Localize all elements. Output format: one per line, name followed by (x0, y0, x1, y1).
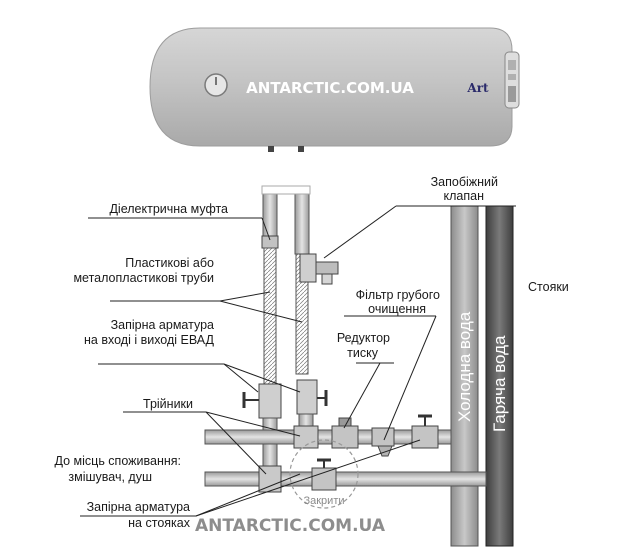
label-evad-valves-2: на вході і виході ЕВАД (84, 333, 215, 347)
cold-water-label: Холодна вода (455, 311, 474, 422)
closed-label: Закрити (303, 495, 344, 507)
hot-water-label: Гаряча вода (490, 335, 509, 432)
diagram-labels: Діелектрична муфта Пластикові або метало… (55, 175, 569, 530)
brand-logo: Art (466, 81, 489, 95)
label-consumption-2: змішувач, душ (68, 470, 152, 484)
closed-marker-circle (289, 439, 359, 509)
valve-evad-inlet (242, 383, 282, 419)
water-heater-tank (149, 27, 520, 152)
label-pipes-2: металопластикові труби (73, 271, 214, 285)
dielectric-coupling (261, 235, 279, 249)
label-filter-1: Фільтр грубого (356, 288, 440, 302)
label-tees: Трійники (143, 397, 193, 411)
valve-evad-outlet (296, 379, 328, 415)
label-safety-2: клапан (444, 189, 485, 203)
coarse-filter (371, 427, 395, 457)
riser-valve-hot (311, 458, 337, 491)
label-risers: Стояки (528, 280, 569, 294)
plastic-pipes (261, 185, 311, 399)
label-evad-valves-1: Запірна арматура (111, 318, 214, 332)
label-dielectric: Діелектрична муфта (109, 202, 228, 216)
safety-valve (299, 253, 339, 285)
label-reducer-2: тиску (347, 346, 379, 360)
leader-lines (80, 205, 516, 517)
label-riser-valves-2: на стояках (128, 516, 191, 530)
pressure-reducer (331, 417, 359, 449)
label-riser-valves-1: Запірна арматура (87, 500, 190, 514)
riser-valve-cold (411, 414, 439, 449)
label-reducer-1: Редуктор (337, 331, 390, 345)
bottom-watermark: ANTARCTIC.COM.UA (195, 516, 386, 536)
hot-water-riser (485, 205, 514, 547)
tank-watermark: ANTARCTIC.COM.UA (246, 79, 414, 97)
label-pipes-1: Пластикові або (125, 256, 214, 270)
label-consumption-1: До місць споживання: (55, 454, 181, 468)
label-filter-2: очищення (368, 302, 426, 316)
cold-water-riser (450, 205, 479, 547)
label-safety-1: Запобіжний (431, 175, 498, 189)
